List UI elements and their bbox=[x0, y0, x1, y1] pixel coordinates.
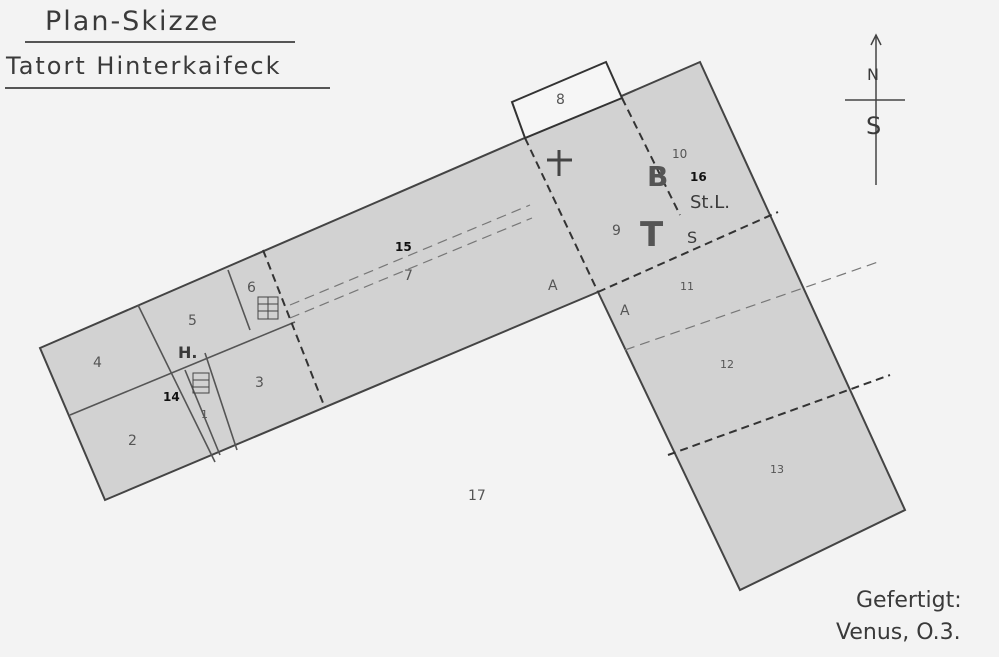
building-outline bbox=[38, 60, 907, 592]
marker-a-2: A bbox=[620, 303, 630, 319]
plan-subtitle: Tatort Hinterkaifeck bbox=[6, 52, 282, 80]
room-16: 16 bbox=[690, 170, 707, 184]
room-1: 1 bbox=[201, 408, 208, 421]
dashed-walls bbox=[262, 97, 891, 456]
stairs-icon bbox=[192, 296, 279, 394]
compass-north: N bbox=[867, 65, 879, 84]
marker-s: S bbox=[687, 228, 698, 247]
room-12: 12 bbox=[720, 358, 734, 371]
compass-icon bbox=[845, 33, 905, 185]
room-4: 4 bbox=[93, 355, 102, 371]
signature-name: Venus, O.3. bbox=[836, 620, 961, 645]
room-17: 17 bbox=[468, 488, 486, 504]
room-8: 8 bbox=[556, 92, 565, 108]
room-13: 13 bbox=[770, 463, 784, 476]
underlines bbox=[5, 41, 330, 89]
marker-t: T bbox=[640, 215, 664, 255]
room-11: 11 bbox=[680, 280, 694, 293]
room-5: 5 bbox=[188, 313, 197, 329]
room-9: 9 bbox=[612, 223, 621, 239]
marker-h: H. bbox=[178, 343, 198, 362]
room-3: 3 bbox=[255, 375, 264, 391]
interior-walls bbox=[69, 269, 296, 463]
room-2: 2 bbox=[128, 433, 137, 449]
room-14: 14 bbox=[163, 390, 180, 404]
room-6: 6 bbox=[247, 280, 256, 296]
cross-icon bbox=[547, 150, 572, 176]
room-15: 15 bbox=[395, 240, 412, 254]
marker-b: B bbox=[647, 160, 669, 193]
room-10: 10 bbox=[672, 147, 688, 161]
dashed-passage bbox=[289, 204, 879, 351]
marker-st-l: St.L. bbox=[690, 192, 730, 213]
compass-south: S bbox=[866, 112, 882, 140]
marker-a-1: A bbox=[548, 278, 558, 294]
signature-label: Gefertigt: bbox=[856, 588, 962, 613]
plan-title: Plan-Skizze bbox=[45, 6, 220, 37]
room-7: 7 bbox=[404, 268, 413, 284]
